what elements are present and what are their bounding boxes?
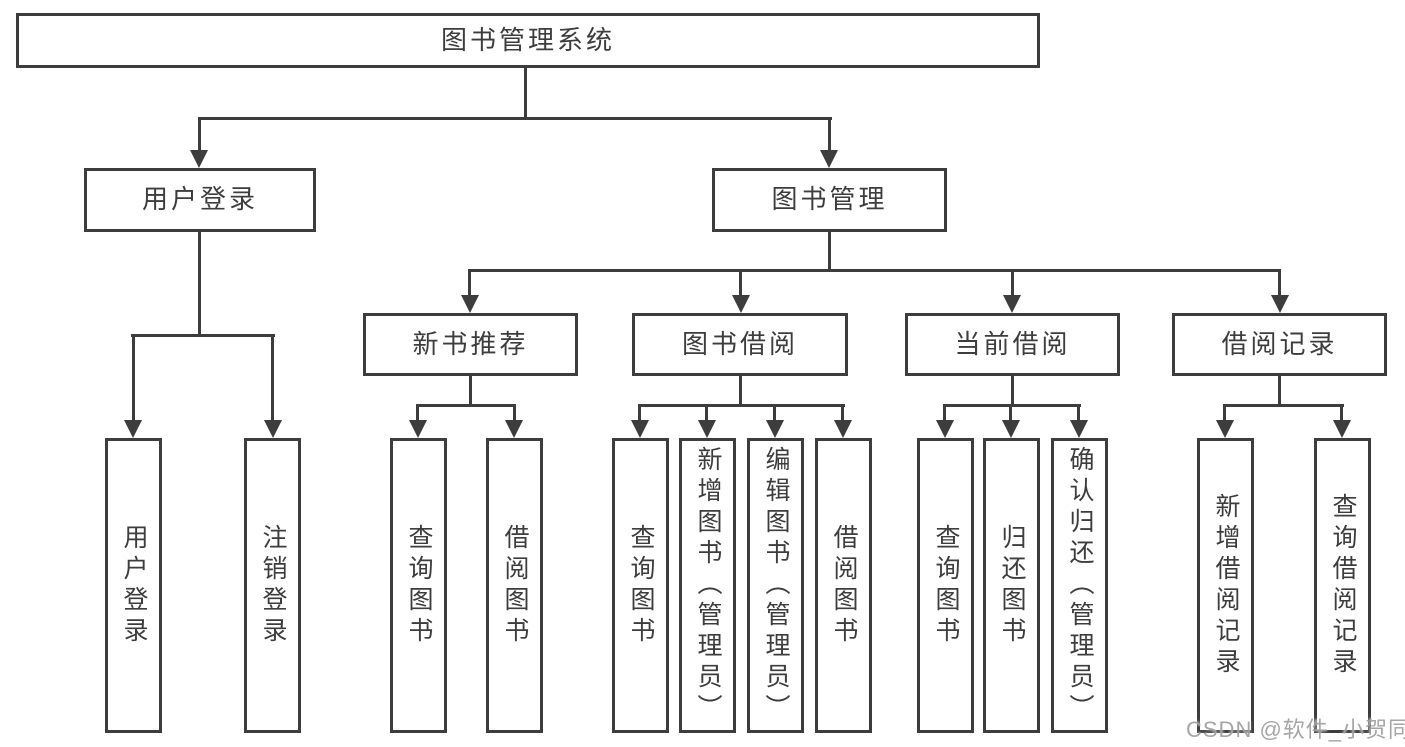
arrow-down-icon <box>1070 420 1088 438</box>
connector-line <box>198 117 832 120</box>
arrow-down-icon <box>124 420 142 438</box>
leaf-confirm-return-admin-label: 确认归还（管理员） <box>1066 446 1094 725</box>
leaf-query-books-borrow: 查询图书 <box>612 438 669 733</box>
leaf-confirm-return-admin: 确认归还（管理员） <box>1051 438 1108 733</box>
connector-line <box>739 269 742 297</box>
node-user-login-label: 用户登录 <box>141 184 258 215</box>
connector-line <box>513 404 516 422</box>
node-borrow-records-label: 借阅记录 <box>1221 328 1338 359</box>
connector-line <box>524 68 527 120</box>
node-book-borrow: 图书借阅 <box>632 313 848 376</box>
node-root: 图书管理系统 <box>16 13 1040 68</box>
connector-line <box>638 404 845 407</box>
node-root-label: 图书管理系统 <box>440 24 615 55</box>
leaf-query-books-recommend-label: 查询图书 <box>405 523 433 648</box>
connector-line <box>468 269 471 297</box>
node-book-management-label: 图书管理 <box>771 184 888 215</box>
arrow-down-icon <box>732 295 750 313</box>
node-user-login: 用户登录 <box>84 168 316 232</box>
connector-line <box>416 404 516 407</box>
connector-line <box>705 404 708 422</box>
connector-line <box>468 269 1281 272</box>
connector-line <box>1009 404 1012 422</box>
node-current-borrow-label: 当前借阅 <box>954 328 1071 359</box>
connector-line <box>638 404 641 422</box>
leaf-return-book: 归还图书 <box>983 438 1040 733</box>
connector-line <box>132 334 135 422</box>
connector-line <box>828 117 831 153</box>
connector-line <box>198 231 201 337</box>
arrow-down-icon <box>1333 420 1351 438</box>
node-new-book-recommend-label: 新书推荐 <box>412 328 529 359</box>
connector-line <box>469 374 472 407</box>
connector-line <box>271 334 274 422</box>
arrow-down-icon <box>1216 420 1234 438</box>
connector-line <box>773 404 776 422</box>
arrow-down-icon <box>1003 295 1021 313</box>
leaf-user-login-label: 用户登录 <box>120 523 148 648</box>
arrow-down-icon <box>820 150 838 168</box>
leaf-query-books-current: 查询图书 <box>917 438 974 733</box>
arrow-down-icon <box>936 420 954 438</box>
arrow-down-icon <box>631 420 649 438</box>
leaf-query-books-borrow-label: 查询图书 <box>627 523 655 648</box>
leaf-edit-book-admin: 编辑图书（管理员） <box>747 438 804 733</box>
connector-line <box>943 404 1081 407</box>
leaf-query-borrow-record-label: 查询借阅记录 <box>1329 492 1357 679</box>
arrow-down-icon <box>1271 295 1289 313</box>
arrow-down-icon <box>834 420 852 438</box>
leaf-logout: 注销登录 <box>244 438 301 733</box>
node-book-borrow-label: 图书借阅 <box>681 328 798 359</box>
arrow-down-icon <box>505 420 523 438</box>
node-book-management: 图书管理 <box>712 168 947 232</box>
csdn-watermark: CSDN @软件_小贺同学 <box>1186 717 1405 742</box>
leaf-borrow-books-recommend: 借阅图书 <box>486 438 543 733</box>
connector-line <box>1011 374 1014 407</box>
leaf-user-login: 用户登录 <box>105 438 162 733</box>
leaf-add-book-admin-label: 新增图书（管理员） <box>694 446 722 725</box>
connector-line <box>131 334 275 337</box>
connector-line <box>1011 269 1014 297</box>
arrow-down-icon <box>1002 420 1020 438</box>
node-new-book-recommend: 新书推荐 <box>363 313 578 376</box>
leaf-query-books-current-label: 查询图书 <box>932 523 960 648</box>
arrow-down-icon <box>264 420 282 438</box>
connector-line <box>1223 404 1226 422</box>
leaf-borrow-books: 借阅图书 <box>815 438 872 733</box>
arrow-down-icon <box>190 150 208 168</box>
connector-line <box>198 117 201 153</box>
leaf-add-borrow-record: 新增借阅记录 <box>1197 438 1254 733</box>
connector-line <box>1278 269 1281 297</box>
arrow-down-icon <box>698 420 716 438</box>
connector-line <box>841 404 844 422</box>
connector-line <box>943 404 946 422</box>
node-current-borrow: 当前借阅 <box>905 313 1120 376</box>
leaf-query-books-recommend: 查询图书 <box>390 438 447 733</box>
leaf-query-borrow-record: 查询借阅记录 <box>1314 438 1371 733</box>
arrow-down-icon <box>766 420 784 438</box>
arrow-down-icon <box>461 295 479 313</box>
node-borrow-records: 借阅记录 <box>1172 313 1387 376</box>
leaf-add-borrow-record-label: 新增借阅记录 <box>1212 492 1240 679</box>
leaf-return-book-label: 归还图书 <box>998 523 1026 648</box>
arrow-down-icon <box>409 420 427 438</box>
leaf-edit-book-admin-label: 编辑图书（管理员） <box>762 446 790 725</box>
leaf-add-book-admin: 新增图书（管理员） <box>679 438 736 733</box>
connector-line <box>739 374 742 407</box>
connector-line <box>1340 404 1343 422</box>
connector-line <box>1223 404 1344 407</box>
leaf-borrow-books-recommend-label: 借阅图书 <box>501 523 529 648</box>
connector-line <box>828 231 831 272</box>
connector-line <box>416 404 419 422</box>
leaf-borrow-books-label: 借阅图书 <box>830 523 858 648</box>
leaf-logout-label: 注销登录 <box>259 523 287 648</box>
connector-line <box>1278 374 1281 407</box>
connector-line <box>1077 404 1080 422</box>
